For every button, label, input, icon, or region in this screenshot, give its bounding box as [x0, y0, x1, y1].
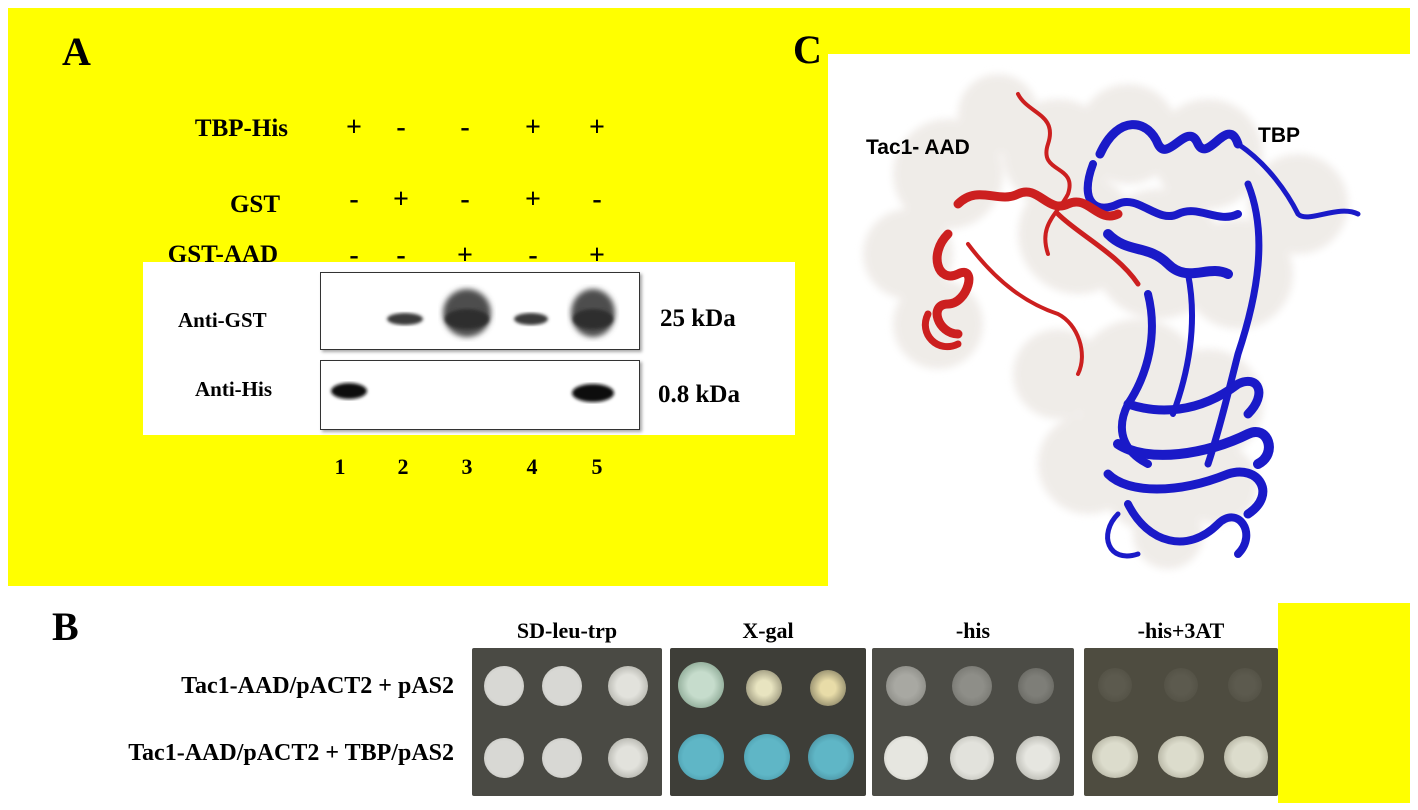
strain-label-tbp: Tac1-AAD/pACT2 + TBP/pAS2 [128, 740, 454, 766]
colony-spot [884, 736, 928, 780]
row-label-tbp-his: TBP-His [194, 115, 288, 142]
colony-spot [1228, 668, 1262, 702]
row-label-gst: GST [229, 191, 280, 218]
plate-his-3at [1084, 648, 1278, 796]
band-gst-lane3-core [445, 309, 489, 329]
colony-spot [952, 666, 992, 706]
colony-spot [950, 736, 994, 780]
colony-spot [1224, 736, 1268, 778]
colony-spot [608, 738, 648, 778]
sign-r2-l4: - [528, 240, 538, 271]
plate-sd-leu-trp [472, 648, 662, 796]
colony-spot [678, 734, 724, 780]
blot-anti-gst [320, 272, 640, 350]
sign-r1-l3: - [460, 184, 470, 215]
lane-number-5: 5 [591, 454, 603, 479]
colony-spot [1164, 668, 1198, 702]
band-gst-lane5-core [573, 309, 613, 329]
tbp-ribbon [1083, 120, 1361, 559]
label-tbp: TBP [1258, 124, 1300, 147]
colony-spot [678, 662, 724, 708]
kda-label-25: 25 kDa [660, 305, 736, 332]
plate-header-his: -his [955, 618, 991, 643]
blot-anti-his-bands [331, 383, 614, 402]
colony-spot [1092, 736, 1138, 778]
label-tac1-aad: Tac1- AAD [866, 136, 970, 159]
sign-r0-l5: + [589, 112, 605, 143]
lane-number-1: 1 [334, 454, 346, 479]
panel-b-right-strip [1278, 603, 1410, 803]
protein-structure: Tac1- AAD TBP [863, 74, 1361, 569]
lane-number-4: 4 [526, 454, 538, 479]
colony-spot [542, 738, 582, 778]
colony-spot [886, 666, 926, 706]
band-gst-lane2 [387, 313, 423, 325]
strain-label-control: Tac1-AAD/pACT2 + pAS2 [181, 673, 454, 699]
colony-spot [484, 738, 524, 778]
colony-spot [484, 666, 524, 706]
colony-spot [744, 734, 790, 780]
sign-r1-l2: + [393, 184, 409, 215]
sign-r2-l1: - [349, 240, 359, 271]
panel-b-letter: B [52, 604, 79, 649]
colony-spot [1018, 668, 1054, 704]
sign-r1-l5: - [592, 184, 602, 215]
lane-number-3: 3 [461, 454, 473, 479]
colony-spot [746, 670, 782, 706]
kda-label-08: 0.8 kDa [658, 381, 740, 408]
band-his-lane5 [572, 384, 614, 402]
band-his-lane1 [331, 383, 367, 399]
sign-r1-l1: - [349, 184, 359, 215]
colony-spot [542, 666, 582, 706]
sign-r0-l4: + [525, 112, 541, 143]
plate-x-gal [670, 648, 866, 796]
blot-anti-gst-bands [387, 289, 615, 337]
colony-spot [1158, 736, 1204, 778]
plate-his [872, 648, 1074, 796]
sign-r0-l1: + [346, 112, 362, 143]
blot-anti-his [320, 360, 640, 430]
blot-label-anti-his: Anti-His [195, 377, 273, 401]
sign-r1-l4: + [525, 184, 541, 215]
colony-spot [1016, 736, 1060, 780]
lane-number-2: 2 [397, 454, 409, 479]
plate-header-his-3at: -his+3AT [1137, 618, 1225, 643]
plate-header-x-gal: X-gal [742, 618, 794, 643]
plate-header-sd-leu-trp: SD-leu-trp [516, 618, 618, 643]
band-gst-lane4 [514, 313, 548, 325]
colony-spot [1098, 668, 1132, 702]
blot-label-anti-gst: Anti-GST [178, 308, 267, 332]
panel-a-letter: A [62, 29, 91, 74]
panel-c-top-strip [828, 8, 1410, 54]
colony-spot [808, 734, 854, 780]
colony-spot [608, 666, 648, 706]
colony-spot [810, 670, 846, 706]
panel-c-letter: C [793, 27, 822, 72]
sign-r2-l2: - [396, 240, 406, 271]
sign-r0-l2: - [396, 112, 406, 143]
aad-ribbon [921, 92, 1141, 376]
sign-r0-l3: - [460, 112, 470, 143]
